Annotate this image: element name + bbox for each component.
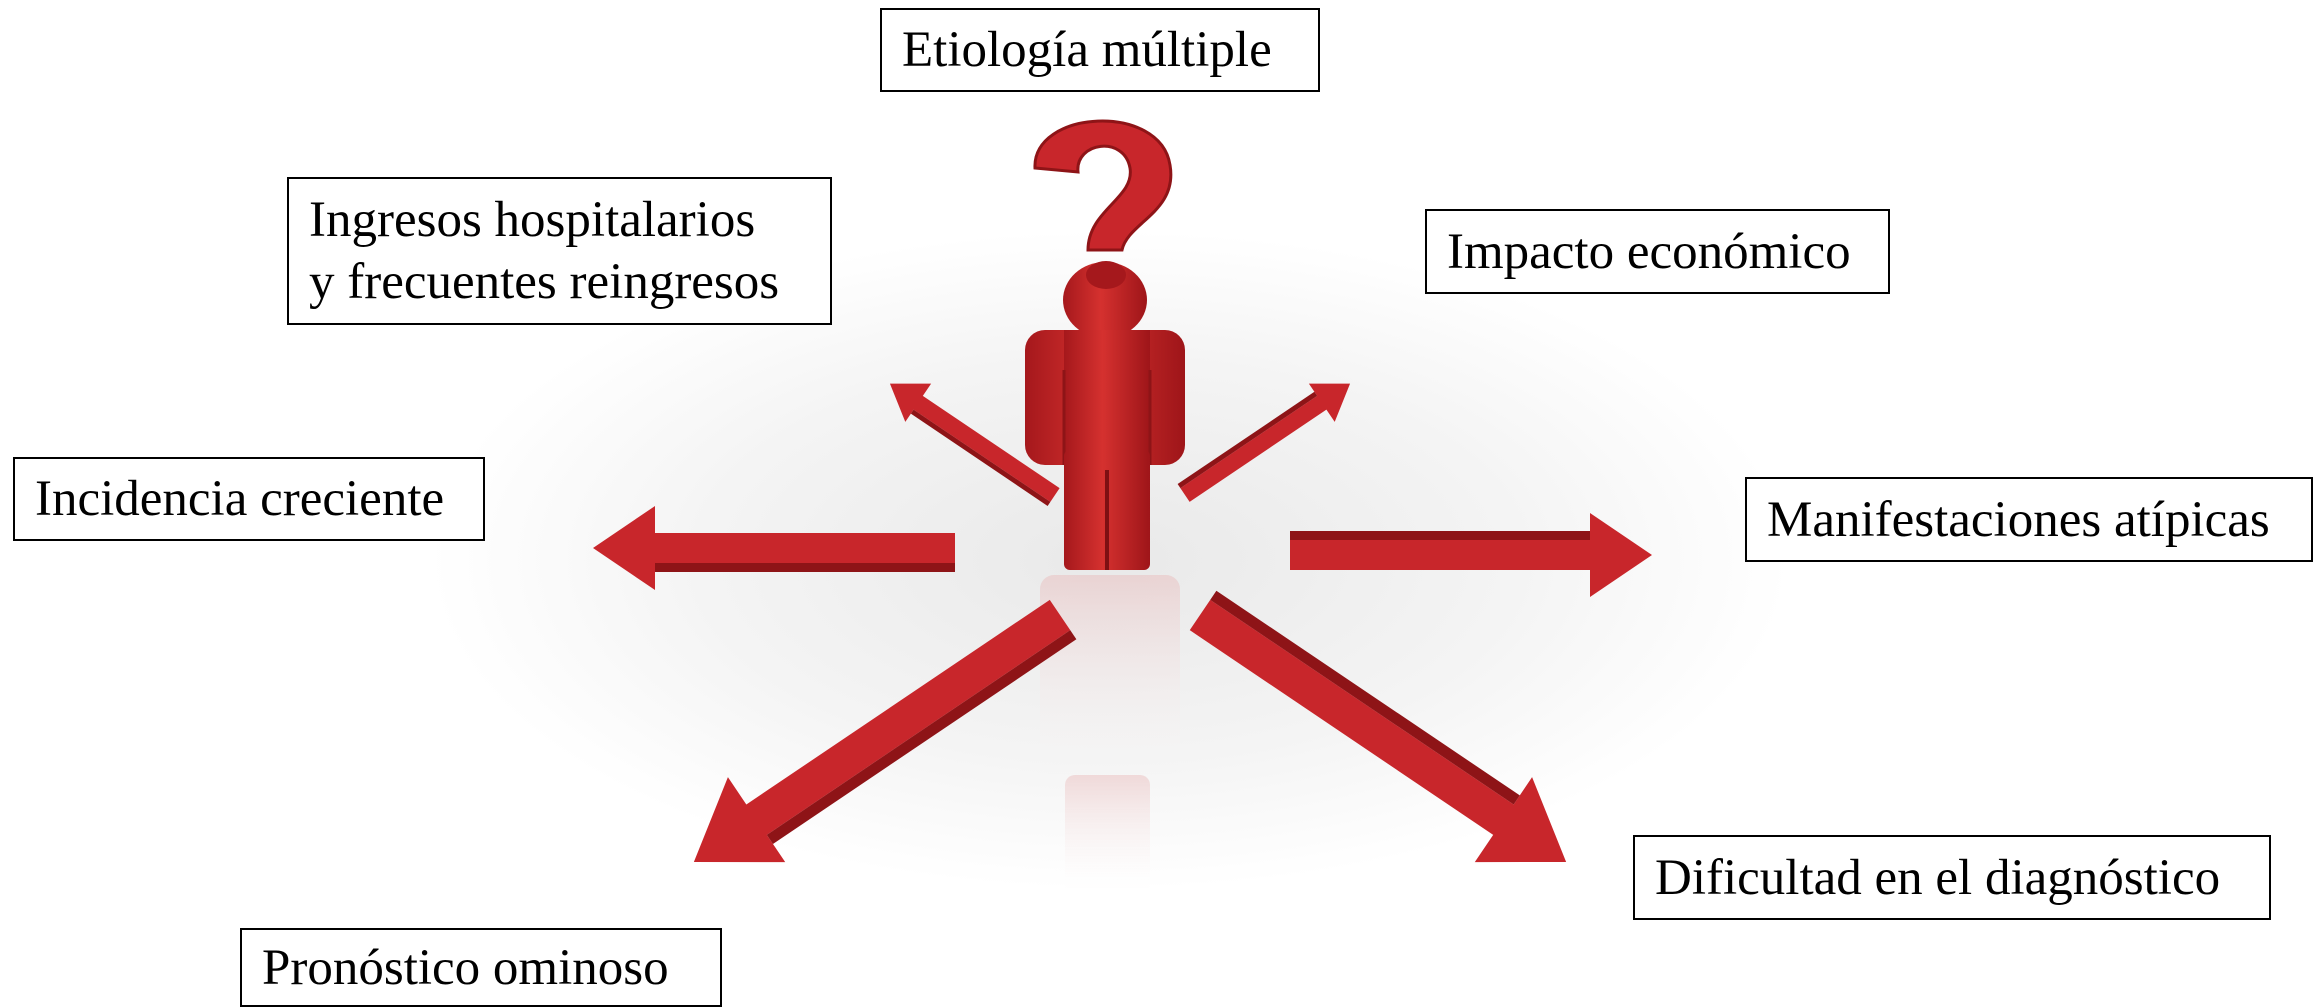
label-manifestaciones: Manifestaciones atípicas	[1745, 477, 2313, 562]
label-ingresos-line-2: y frecuentes reingresos	[309, 254, 780, 310]
label-impacto: Impacto económico	[1425, 209, 1890, 294]
label-manifestaciones-text: Manifestaciones atípicas	[1767, 491, 2270, 548]
figure-reflection	[1040, 575, 1180, 895]
label-impacto-text: Impacto económico	[1447, 223, 1851, 280]
label-ingresos: Ingresos hospitalarios y frecuentes rein…	[287, 177, 832, 325]
question-mark-icon	[1033, 119, 1173, 289]
label-incidencia: Incidencia creciente	[13, 457, 485, 541]
label-dificultad-text: Dificultad en el diagnóstico	[1655, 849, 2221, 906]
label-pronostico: Pronóstico ominoso	[240, 928, 722, 1007]
label-ingresos-line-1: Ingresos hospitalarios	[309, 192, 756, 248]
label-etiologia-text: Etiología múltiple	[902, 22, 1272, 78]
person-figure-icon	[1025, 262, 1185, 570]
label-etiologia: Etiología múltiple	[880, 8, 1320, 92]
label-dificultad: Dificultad en el diagnóstico	[1633, 835, 2271, 920]
label-incidencia-text: Incidencia creciente	[35, 471, 445, 527]
label-pronostico-text: Pronóstico ominoso	[262, 939, 669, 996]
